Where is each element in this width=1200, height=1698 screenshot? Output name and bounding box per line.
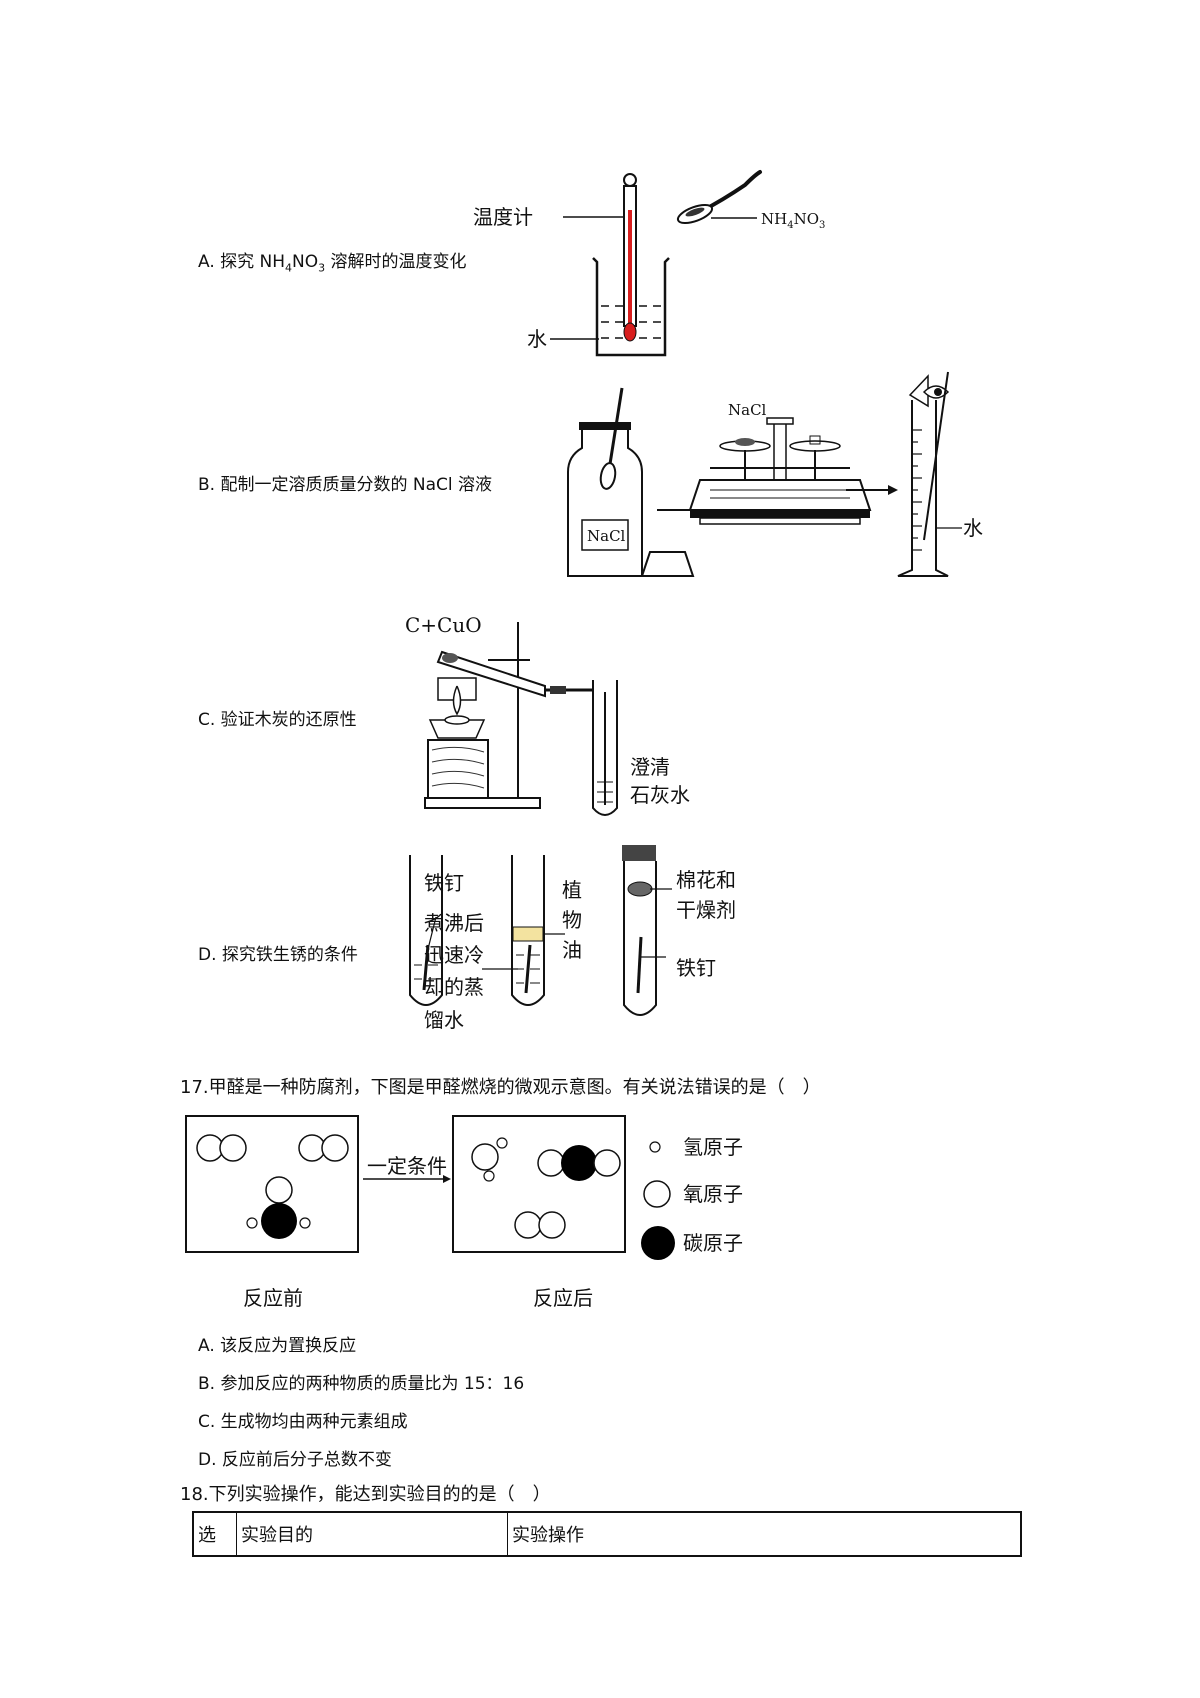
oil-label-2: 物 bbox=[562, 908, 582, 932]
figure-q17-combustion: 一定条件 氢原子 氧原子 碳原子 反应前 反应后 bbox=[185, 1115, 743, 1310]
option-a: A. 探究 NH4NO3 溶解时的温度变化 bbox=[198, 252, 467, 275]
limewater-label-2: 石灰水 bbox=[630, 783, 690, 807]
water-label-4: 馏水 bbox=[424, 1008, 464, 1032]
limewater-label-1: 澄清 bbox=[630, 755, 670, 779]
nh4no3-label: NH4NO3 bbox=[761, 210, 825, 231]
q17-option-c: C. 生成物均由两种元素组成 bbox=[198, 1412, 408, 1432]
header-purpose: 实验目的 bbox=[236, 1511, 508, 1557]
balance-nacl-label: NaCl bbox=[728, 401, 767, 419]
question-18-stem: 18.下列实验操作，能达到实验目的的是（ ） bbox=[180, 1484, 551, 1505]
reagent-label: C+CuO bbox=[405, 613, 482, 637]
nail-label-2: 铁钉 bbox=[676, 956, 716, 980]
figure-a-nh4no3-dissolving: 温度计 NH4NO3 水 bbox=[473, 170, 825, 357]
option-b: B. 配制一定溶质质量分数的 NaCl 溶液 bbox=[198, 475, 493, 495]
thermometer-label: 温度计 bbox=[473, 205, 533, 229]
option-d: D. 探究铁生锈的条件 bbox=[198, 945, 358, 965]
oxygen-atom-legend-icon bbox=[643, 1180, 671, 1208]
q17-option-b: B. 参加反应的两种物质的质量比为 15：16 bbox=[198, 1374, 525, 1394]
water-label-3: 却的蒸 bbox=[424, 975, 484, 999]
water-label-2: 迅速冷 bbox=[424, 943, 484, 967]
header-operation: 实验操作 bbox=[507, 1511, 1022, 1557]
before-caption: 反应前 bbox=[243, 1286, 303, 1310]
nail-label: 铁钉 bbox=[424, 871, 464, 895]
question-17-stem: 17.甲醛是一种防腐剂，下图是甲醛燃烧的微观示意图。有关说法错误的是（ ） bbox=[180, 1077, 821, 1098]
header-option: 选 bbox=[192, 1511, 237, 1557]
bottle-label: NaCl bbox=[587, 527, 626, 545]
figure-c-carbon-reduction: C+CuO 澄清 石灰水 bbox=[405, 613, 690, 816]
oil-label-1: 植 bbox=[562, 878, 582, 902]
legend-hydrogen: 氢原子 bbox=[683, 1135, 743, 1159]
table-header-row: 选 实验目的 实验操作 bbox=[192, 1511, 1022, 1557]
cylinder-water-label: 水 bbox=[963, 516, 983, 540]
figure-b-nacl-solution: NaCl NaCl 水 bbox=[567, 371, 983, 577]
legend-oxygen: 氧原子 bbox=[683, 1182, 743, 1206]
dry-label-1: 棉花和 bbox=[676, 868, 736, 892]
carbon-atom-legend-icon bbox=[641, 1226, 675, 1260]
dry-label-2: 干燥剂 bbox=[676, 898, 736, 922]
condition-label: 一定条件 bbox=[367, 1154, 447, 1178]
hydrogen-atom-legend-icon bbox=[649, 1141, 661, 1153]
q17-option-a: A. 该反应为置换反应 bbox=[198, 1336, 357, 1356]
legend-carbon: 碳原子 bbox=[683, 1231, 743, 1255]
water-label: 水 bbox=[527, 327, 547, 351]
figure-d-iron-rust: 铁钉 煮沸后 迅速冷 却的蒸 馏水 植 物 油 棉花和 干燥剂 铁钉 bbox=[409, 845, 736, 1032]
q18-table: 选 实验目的 实验操作 bbox=[192, 1511, 1022, 1557]
oil-label-3: 油 bbox=[562, 938, 582, 962]
after-caption: 反应后 bbox=[533, 1286, 593, 1310]
option-c: C. 验证木炭的还原性 bbox=[198, 710, 357, 730]
water-label-1: 煮沸后 bbox=[424, 911, 484, 935]
q17-option-d: D. 反应前后分子总数不变 bbox=[198, 1450, 392, 1470]
